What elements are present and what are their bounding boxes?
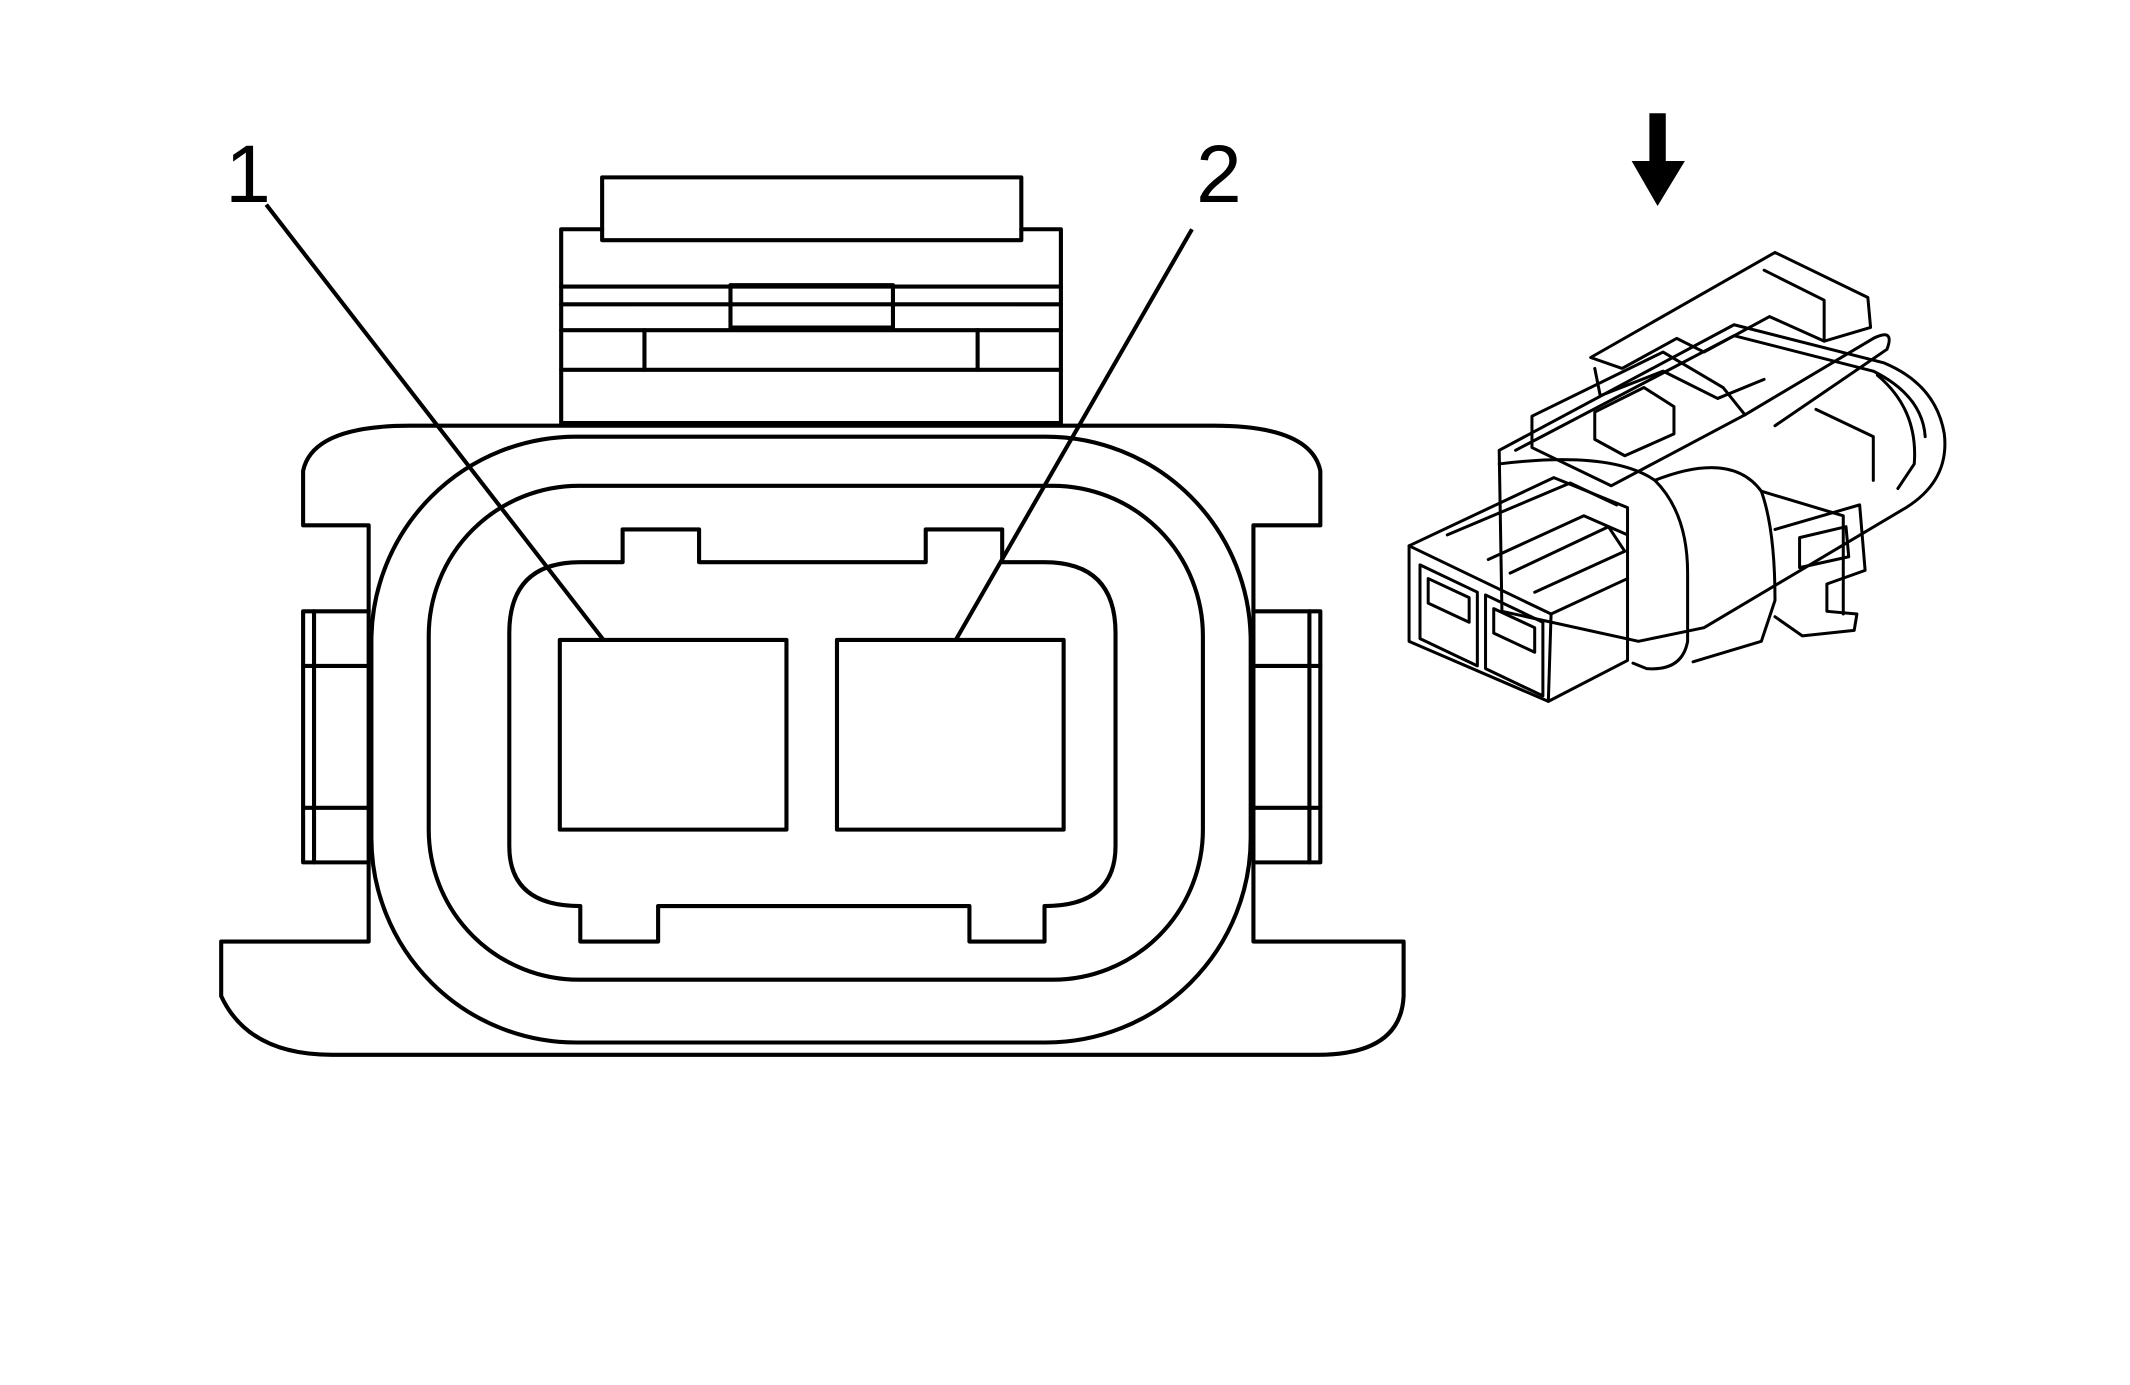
inner-seal-ring	[426, 483, 1205, 982]
iso-pin-opening-1	[1418, 563, 1479, 668]
callout-2-leader	[953, 228, 1194, 641]
iso-collar	[1497, 458, 1690, 671]
pin-slot-1	[557, 637, 789, 832]
rear-shell	[1497, 323, 1947, 643]
terminal-cavity	[507, 527, 1118, 944]
connector-front-view: 1 2	[219, 129, 1406, 1057]
callout-label-2: 2	[1196, 129, 1242, 220]
iso-front-housing	[1407, 476, 1630, 703]
iso-latch	[1589, 250, 1873, 370]
outer-seal-ring	[369, 434, 1253, 1045]
connector-isometric-view	[1407, 250, 1947, 703]
down-arrow-icon	[1631, 113, 1685, 207]
connector-housing	[219, 423, 1406, 1057]
callout-1-leader	[264, 203, 606, 642]
pin-slot-2	[834, 637, 1066, 832]
iso-rear-clip	[1773, 503, 1867, 638]
connector-latch	[559, 175, 1063, 426]
side-rib-left	[301, 609, 371, 865]
iso-pin-opening-2	[1484, 593, 1545, 698]
callout-label-1: 1	[225, 129, 271, 220]
side-rib-right	[1251, 609, 1323, 865]
